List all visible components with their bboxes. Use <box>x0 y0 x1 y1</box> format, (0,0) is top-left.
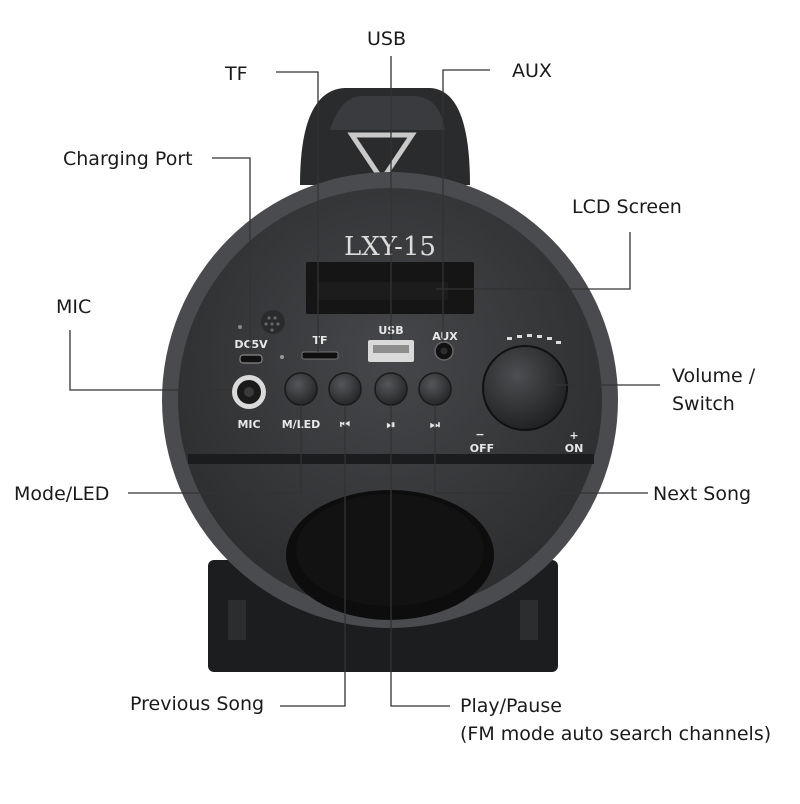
on-label: ON <box>565 442 584 455</box>
play-pause-button[interactable] <box>374 372 408 406</box>
callout-volume-switch: Volume / Switch <box>672 362 755 418</box>
callout-lcd-screen: LCD Screen <box>572 196 682 218</box>
leader-mode <box>128 405 302 494</box>
callout-next-song: Next Song <box>653 483 752 505</box>
model-label: LXY-15 <box>344 232 436 262</box>
callout-tf: TF <box>225 63 248 85</box>
previous-song-button[interactable] <box>328 372 362 406</box>
leader-play <box>390 405 450 707</box>
mode-led-button[interactable] <box>284 372 318 406</box>
aux-label: AUX <box>432 330 458 343</box>
leader-previous <box>280 405 346 707</box>
callout-usb: USB <box>367 28 407 50</box>
mic-grille <box>261 310 285 334</box>
volume-tick-arc <box>507 334 561 344</box>
callout-previous-song: Previous Song <box>130 693 265 715</box>
leader-next <box>434 405 648 494</box>
callout-mic: MIC <box>56 296 92 318</box>
callout-play-line2: (FM mode auto search channels) <box>460 723 772 745</box>
callout-volume-line1: Volume / <box>672 365 756 387</box>
leader-tf <box>276 71 319 352</box>
next-song-button[interactable] <box>418 372 452 406</box>
off-label: OFF <box>470 442 494 455</box>
callout-play-line1: Play/Pause <box>460 695 562 717</box>
leader-lines <box>69 56 660 707</box>
tf-slot <box>301 351 339 360</box>
plus-label: + <box>569 429 578 442</box>
charging-port <box>239 354 263 364</box>
dc-label: DC5V <box>234 338 268 351</box>
callout-mode-led: Mode/LED <box>14 483 110 505</box>
strap-ring <box>347 132 417 185</box>
callout-charging-port: Charging Port <box>63 148 193 170</box>
volume-knob[interactable] <box>482 345 568 431</box>
mic-label: MIC <box>237 418 260 431</box>
leader-lcd <box>436 232 631 290</box>
callout-aux: AUX <box>512 60 552 82</box>
callout-play-pause: Play/Pause (FM mode auto search channels… <box>460 692 771 748</box>
leader-aux <box>442 69 490 342</box>
callout-volume-line2: Switch <box>672 393 735 415</box>
handle <box>300 88 470 185</box>
tf-label: TF <box>312 334 327 347</box>
minus-label: − <box>475 428 484 441</box>
leader-charging <box>212 157 251 352</box>
leader-mic <box>69 330 232 391</box>
